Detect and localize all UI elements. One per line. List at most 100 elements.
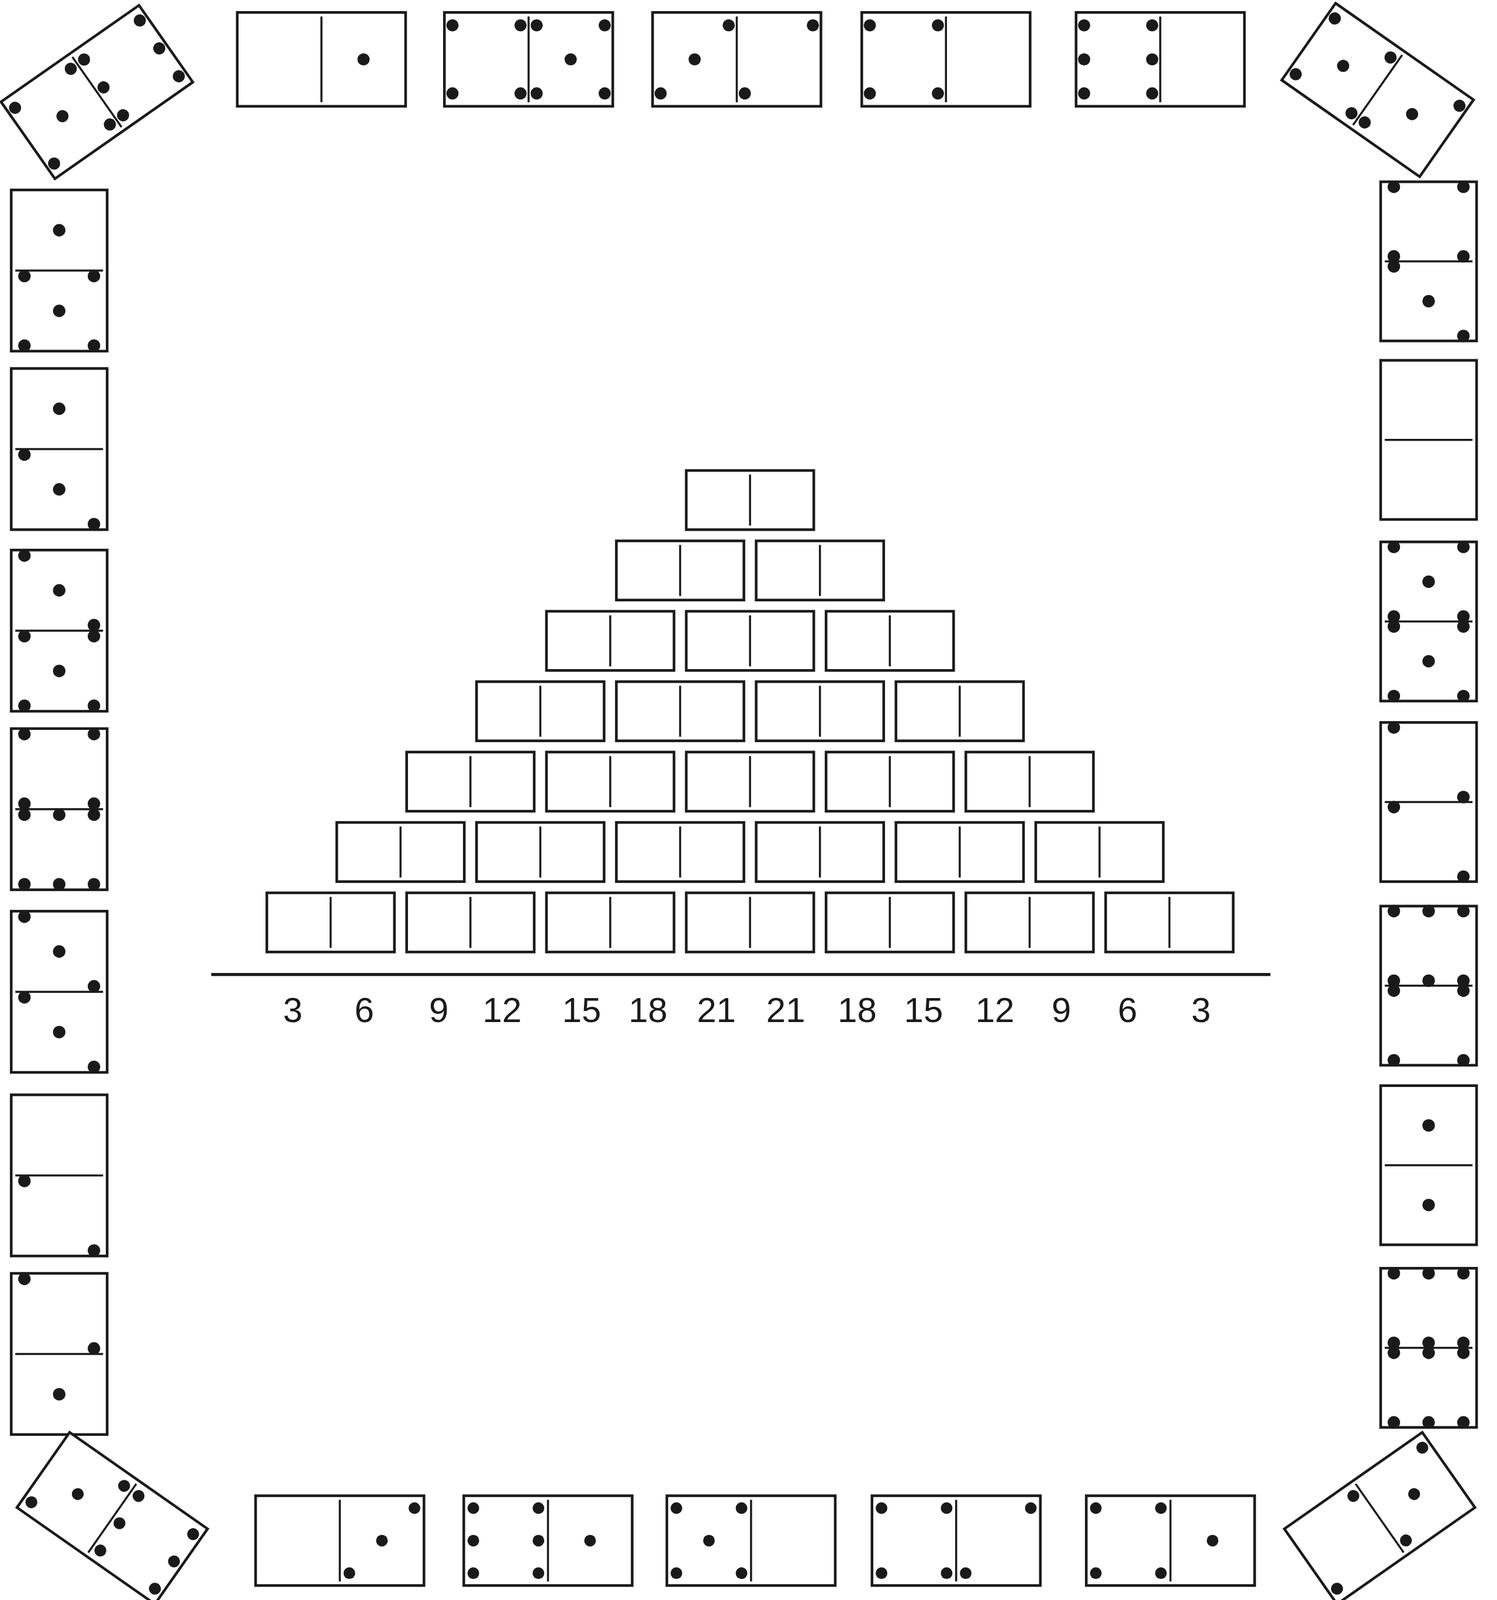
pip (514, 87, 527, 100)
pip (53, 584, 66, 597)
pip (53, 945, 66, 959)
domino-divider (1159, 16, 1161, 103)
domino-outline (11, 368, 107, 531)
pip (165, 1553, 182, 1571)
pip (87, 1244, 100, 1257)
pip (863, 19, 877, 32)
pip (670, 1502, 683, 1515)
pip (1457, 689, 1470, 703)
pip (806, 19, 819, 32)
domino (546, 893, 674, 953)
pip (1422, 655, 1435, 668)
domino-divider (539, 826, 542, 878)
pip (101, 116, 119, 134)
pip (1457, 180, 1470, 193)
domino (16, 1432, 208, 1600)
pip (111, 1515, 128, 1532)
domino (872, 1496, 1041, 1587)
domino-outline (255, 1496, 424, 1587)
pip (1387, 984, 1400, 998)
domino-divider (15, 1353, 103, 1355)
domino-outline (686, 611, 814, 671)
domino-outline (1284, 1432, 1475, 1600)
pip (1457, 984, 1470, 998)
domino-divider (958, 685, 961, 737)
domino-divider (818, 545, 821, 597)
pip (150, 39, 168, 57)
pip (53, 304, 66, 317)
domino (861, 12, 1030, 107)
pip (18, 728, 31, 741)
domino-outline (616, 822, 744, 882)
pip (53, 1388, 66, 1401)
pip (87, 1060, 100, 1074)
pip (1146, 53, 1159, 66)
sum-number: 6 (1117, 993, 1137, 1029)
pip (115, 1477, 133, 1495)
pip (18, 808, 31, 822)
pip (62, 60, 80, 78)
pip (722, 19, 735, 32)
pip (670, 1567, 683, 1580)
domino-divider (1355, 1484, 1404, 1553)
domino-outline (546, 893, 674, 953)
pip (357, 53, 370, 66)
pip (688, 53, 701, 66)
domino-outline (1105, 893, 1234, 953)
domino-divider (1028, 756, 1031, 808)
domino-outline (463, 1496, 632, 1587)
domino-divider (88, 1484, 137, 1553)
domino (463, 1496, 632, 1587)
domino-outline (237, 12, 406, 107)
pip (532, 1567, 545, 1580)
pip (1387, 1054, 1400, 1067)
pip (1422, 904, 1435, 918)
pip (1155, 1502, 1167, 1515)
pip (1413, 1439, 1431, 1457)
pip (598, 87, 611, 100)
pip (1457, 1054, 1470, 1067)
domino (237, 12, 406, 107)
pip (1387, 1346, 1400, 1360)
pip (1403, 105, 1421, 123)
domino (11, 1273, 107, 1436)
domino-divider (339, 1500, 341, 1583)
sum-number: 9 (429, 993, 449, 1029)
pip (1090, 1567, 1102, 1580)
pip (53, 223, 66, 237)
domino-divider (749, 1500, 752, 1583)
pip (959, 1567, 972, 1580)
domino-divider (735, 16, 738, 103)
pip (530, 19, 544, 32)
pip (1077, 19, 1091, 32)
domino-outline (546, 611, 674, 671)
domino (1380, 360, 1477, 520)
domino-outline (1380, 1268, 1477, 1428)
pip (446, 19, 459, 32)
pip (114, 106, 132, 124)
pip (1206, 1534, 1219, 1547)
domino (686, 470, 814, 530)
domino-outline (1380, 1086, 1477, 1246)
domino (1380, 721, 1477, 883)
pip (467, 1502, 480, 1515)
pip (146, 1580, 164, 1597)
pip (131, 12, 149, 30)
domino-outline (406, 893, 535, 953)
domino-outline (1380, 906, 1477, 1066)
pip (87, 1342, 100, 1355)
pip (583, 1534, 596, 1547)
domino-divider (15, 448, 103, 451)
sum-number: 3 (1191, 993, 1211, 1029)
domino-outline (965, 893, 1094, 953)
domino (11, 1095, 107, 1258)
domino (1380, 904, 1477, 1067)
pip (6, 99, 24, 117)
pip (1387, 620, 1400, 633)
pip (130, 1488, 147, 1505)
pip (1422, 1119, 1435, 1132)
pip (87, 619, 100, 632)
pip (703, 1534, 715, 1547)
domino-divider (945, 16, 947, 103)
pip (18, 630, 31, 643)
